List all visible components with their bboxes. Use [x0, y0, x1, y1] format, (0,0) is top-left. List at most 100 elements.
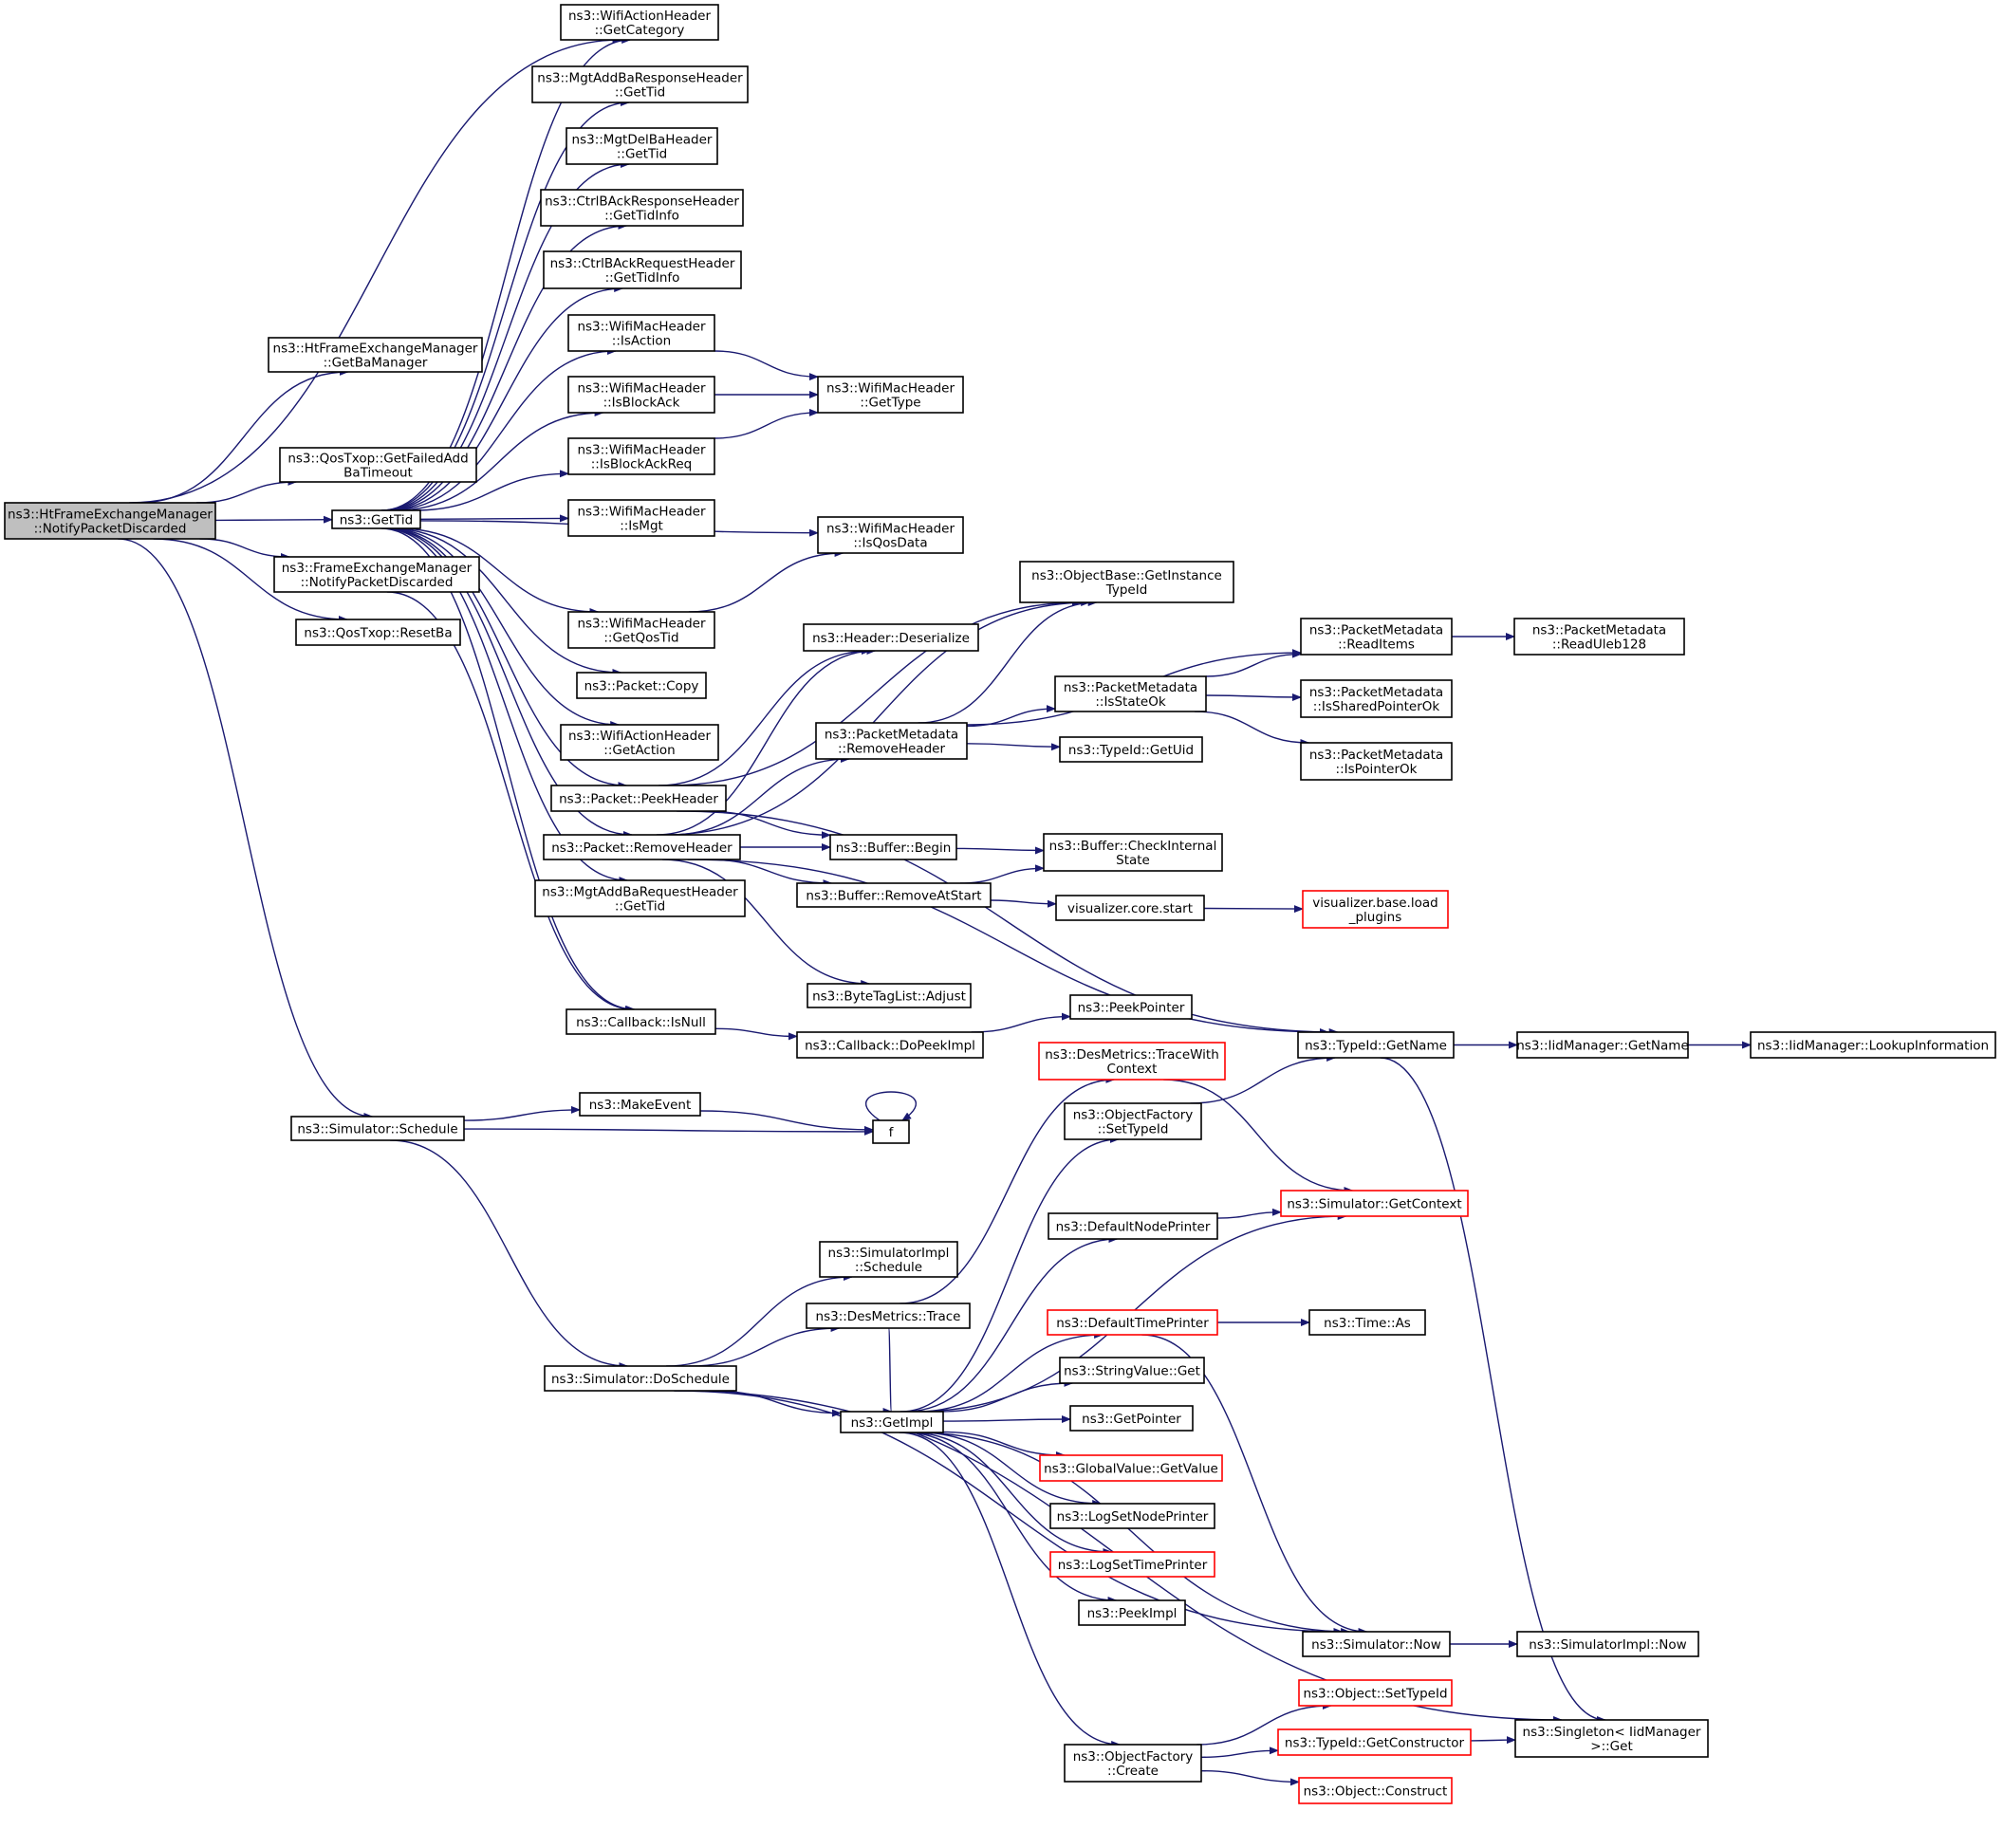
node-defaultTimePrinter[interactable]: ns3::DefaultTimePrinter — [1047, 1309, 1218, 1336]
node-ofSetTypeId[interactable]: ns3::ObjectFactory::SetTypeId — [1064, 1102, 1202, 1140]
node-isBlockAck[interactable]: ns3::WifiMacHeader::IsBlockAck — [567, 376, 715, 414]
node-pmReadItems[interactable]: ns3::PacketMetadata::ReadItems — [1300, 618, 1453, 656]
node-label: ns3::ByteTagList::Adjust — [812, 989, 966, 1005]
node-label: ns3::TypeId::GetName — [1305, 1039, 1447, 1054]
edge-pmIsStateOk-to-pmIsPointerOk — [1194, 711, 1310, 747]
node-byteTagListAdjust[interactable]: ns3::ByteTagList::Adjust — [807, 983, 972, 1008]
node-peekPointer[interactable]: ns3::PeekPointer — [1069, 994, 1193, 1020]
node-pmIsPointerOk[interactable]: ns3::PacketMetadata::IsPointerOk — [1300, 742, 1453, 781]
node-ctrlBAckRespGetTidInfo[interactable]: ns3::CtrlBAckResponseHeader::GetTidInfo — [540, 189, 744, 227]
node-makeEvent[interactable]: ns3::MakeEvent — [579, 1092, 701, 1117]
node-pmIsStateOk[interactable]: ns3::PacketMetadata::IsStateOk — [1054, 675, 1207, 712]
node-getBaManager[interactable]: ns3::HtFrameExchangeManager::GetBaManage… — [268, 337, 483, 373]
node-peekHeader[interactable]: ns3::Packet::PeekHeader — [550, 785, 727, 812]
node-addBaReqGetTid[interactable]: ns3::MgtAddBaRequestHeader::GetTid — [534, 879, 746, 917]
node-getType[interactable]: ns3::WifiMacHeader::GetType — [817, 376, 964, 414]
node-simImplNow[interactable]: ns3::SimulatorImpl::Now — [1516, 1631, 1699, 1657]
edge-makeEvent-to-f — [699, 1110, 874, 1134]
node-isMgt[interactable]: ns3::WifiMacHeader::IsMgt — [567, 499, 715, 537]
edge-ofSetTypeId-to-typeIdGetName — [1190, 1054, 1337, 1104]
node-getImpl[interactable]: ns3::GetImpl — [840, 1411, 944, 1433]
node-getPointer[interactable]: ns3::GetPointer — [1069, 1405, 1194, 1432]
node-simGetContext[interactable]: ns3::Simulator::GetContext — [1280, 1190, 1469, 1217]
node-label: ns3::QosTxop::GetFailedAdd — [287, 452, 468, 467]
node-isAction[interactable]: ns3::WifiMacHeader::IsAction — [567, 314, 715, 352]
node-lookupInformation[interactable]: ns3::IidManager::LookupInformation — [1750, 1031, 1996, 1059]
node-timeAs[interactable]: ns3::Time::As — [1308, 1309, 1426, 1336]
node-pmRemoveHeader[interactable]: ns3::PacketMetadata::RemoveHeader — [815, 722, 968, 760]
node-simDoSchedule[interactable]: ns3::Simulator::DoSchedule — [544, 1365, 737, 1392]
node-label: ns3::ObjectBase::GetInstance — [1031, 568, 1222, 583]
edge-defaultTimePrinter-to-simNow — [1141, 1334, 1368, 1635]
node-label: ns3::WifiMacHeader — [577, 617, 706, 632]
node-objConstruct[interactable]: ns3::Object::Construct — [1298, 1777, 1453, 1804]
node-packetCopy[interactable]: ns3::Packet::Copy — [576, 672, 707, 699]
node-label: ns3::IidManager::GetName — [1516, 1039, 1689, 1054]
node-label: ::SetTypeId — [1098, 1122, 1169, 1137]
node-getTid[interactable]: ns3::GetTid — [331, 509, 421, 529]
node-logSetTimePrinter[interactable]: ns3::LogSetTimePrinter — [1049, 1551, 1215, 1578]
node-globalValueGetValue[interactable]: ns3::GlobalValue::GetValue — [1039, 1454, 1223, 1482]
node-isQosData[interactable]: ns3::WifiMacHeader::IsQosData — [817, 516, 964, 554]
node-desMetricsTrace[interactable]: ns3::DesMetrics::Trace — [806, 1303, 971, 1329]
node-typeIdGetConstructor[interactable]: ns3::TypeId::GetConstructor — [1277, 1728, 1472, 1756]
node-box — [1064, 1744, 1202, 1783]
node-box — [576, 672, 707, 699]
node-label: ::GetType — [860, 396, 920, 411]
edge-isBlockAckReq-to-getType — [714, 408, 819, 439]
node-bufferRemoveAtStart[interactable]: ns3::Buffer::RemoveAtStart — [796, 882, 992, 908]
node-simSchedule[interactable]: ns3::Simulator::Schedule — [290, 1116, 465, 1141]
node-simImplSchedule[interactable]: ns3::SimulatorImpl::Schedule — [819, 1241, 958, 1278]
node-box — [1078, 1599, 1186, 1626]
node-box — [1516, 1631, 1699, 1657]
edge-getImpl-to-stringValueGet — [940, 1379, 1074, 1413]
node-logSetNodePrinter[interactable]: ns3::LogSetNodePrinter — [1049, 1503, 1215, 1529]
node-vizBaseLoadPlugins[interactable]: visualizer.base.load_plugins — [1302, 890, 1449, 929]
node-addBaRespGetTid[interactable]: ns3::MgtAddBaResponseHeader::GetTid — [531, 65, 749, 103]
node-removeHeader[interactable]: ns3::Packet::RemoveHeader — [543, 834, 741, 860]
node-root[interactable]: ns3::HtFrameExchangeManager::NotifyPacke… — [4, 502, 216, 540]
node-ctrlBAckReqGetTidInfo[interactable]: ns3::CtrlBAckRequestHeader::GetTidInfo — [543, 250, 742, 289]
node-defaultNodePrinter[interactable]: ns3::DefaultNodePrinter — [1048, 1212, 1218, 1240]
node-label: ns3::FrameExchangeManager — [282, 561, 473, 576]
node-getQosTid[interactable]: ns3::WifiMacHeader::GetQosTid — [567, 611, 715, 649]
node-simNow[interactable]: ns3::Simulator::Now — [1302, 1631, 1451, 1657]
node-vizCoreStart[interactable]: visualizer.core.start — [1055, 895, 1205, 921]
edge-getImpl-to-getPointer — [942, 1415, 1071, 1424]
node-callbackIsNull[interactable]: ns3::Callback::IsNull — [566, 1008, 716, 1035]
node-box — [560, 4, 719, 41]
edge-peekHeader-to-getInstanceTypeId — [667, 599, 1082, 786]
node-label: ::RemoveHeader — [838, 742, 945, 757]
node-getCategory[interactable]: ns3::WifiActionHeader::GetCategory — [560, 4, 719, 41]
node-iidGetName[interactable]: ns3::IidManager::GetName — [1516, 1031, 1689, 1059]
node-typeIdGetName[interactable]: ns3::TypeId::GetName — [1297, 1031, 1455, 1059]
node-label: ::NotifyPacketDiscarded — [301, 575, 454, 590]
edge-getTid-to-callbackIsNull — [380, 527, 636, 1013]
node-delBaGetTid[interactable]: ns3::MgtDelBaHeader::GetTid — [566, 127, 718, 165]
node-label: ::Create — [1107, 1764, 1159, 1779]
node-callbackDoPeekImpl[interactable]: ns3::Callback::DoPeekImpl — [796, 1031, 984, 1059]
node-label: ::IsSharedPointerOk — [1313, 699, 1440, 714]
node-objSetTypeId[interactable]: ns3::Object::SetTypeId — [1298, 1679, 1453, 1707]
node-typeIdGetUid[interactable]: ns3::TypeId::GetUid — [1059, 736, 1203, 763]
node-singletonGet[interactable]: ns3::Singleton< IidManager>::Get — [1514, 1719, 1709, 1758]
node-pmReadUleb128[interactable]: ns3::PacketMetadata::ReadUleb128 — [1513, 618, 1685, 656]
node-peekImpl[interactable]: ns3::PeekImpl — [1078, 1599, 1186, 1626]
node-label: ns3::Object::Construct — [1304, 1784, 1448, 1800]
node-ofCreate[interactable]: ns3::ObjectFactory::Create — [1064, 1744, 1202, 1783]
node-bufferBegin[interactable]: ns3::Buffer::Begin — [829, 834, 957, 860]
node-box — [1277, 1728, 1472, 1756]
node-pmIsSharedPointerOk[interactable]: ns3::PacketMetadata::IsSharedPointerOk — [1300, 679, 1453, 718]
node-f[interactable]: f — [872, 1119, 910, 1144]
node-stringValueGet[interactable]: ns3::StringValue::Get — [1059, 1357, 1205, 1384]
node-femNotifyPacketDiscarded[interactable]: ns3::FrameExchangeManager::NotifyPacketD… — [273, 556, 480, 593]
node-resetBa[interactable]: ns3::QosTxop::ResetBa — [295, 619, 461, 646]
node-isBlockAckReq[interactable]: ns3::WifiMacHeader::IsBlockAckReq — [567, 437, 715, 475]
node-label: ns3::GetPointer — [1082, 1412, 1181, 1427]
node-headerDeserialize[interactable]: ns3::Header::Deserialize — [803, 623, 979, 652]
node-getAction[interactable]: ns3::WifiActionHeader::GetAction — [560, 724, 719, 761]
